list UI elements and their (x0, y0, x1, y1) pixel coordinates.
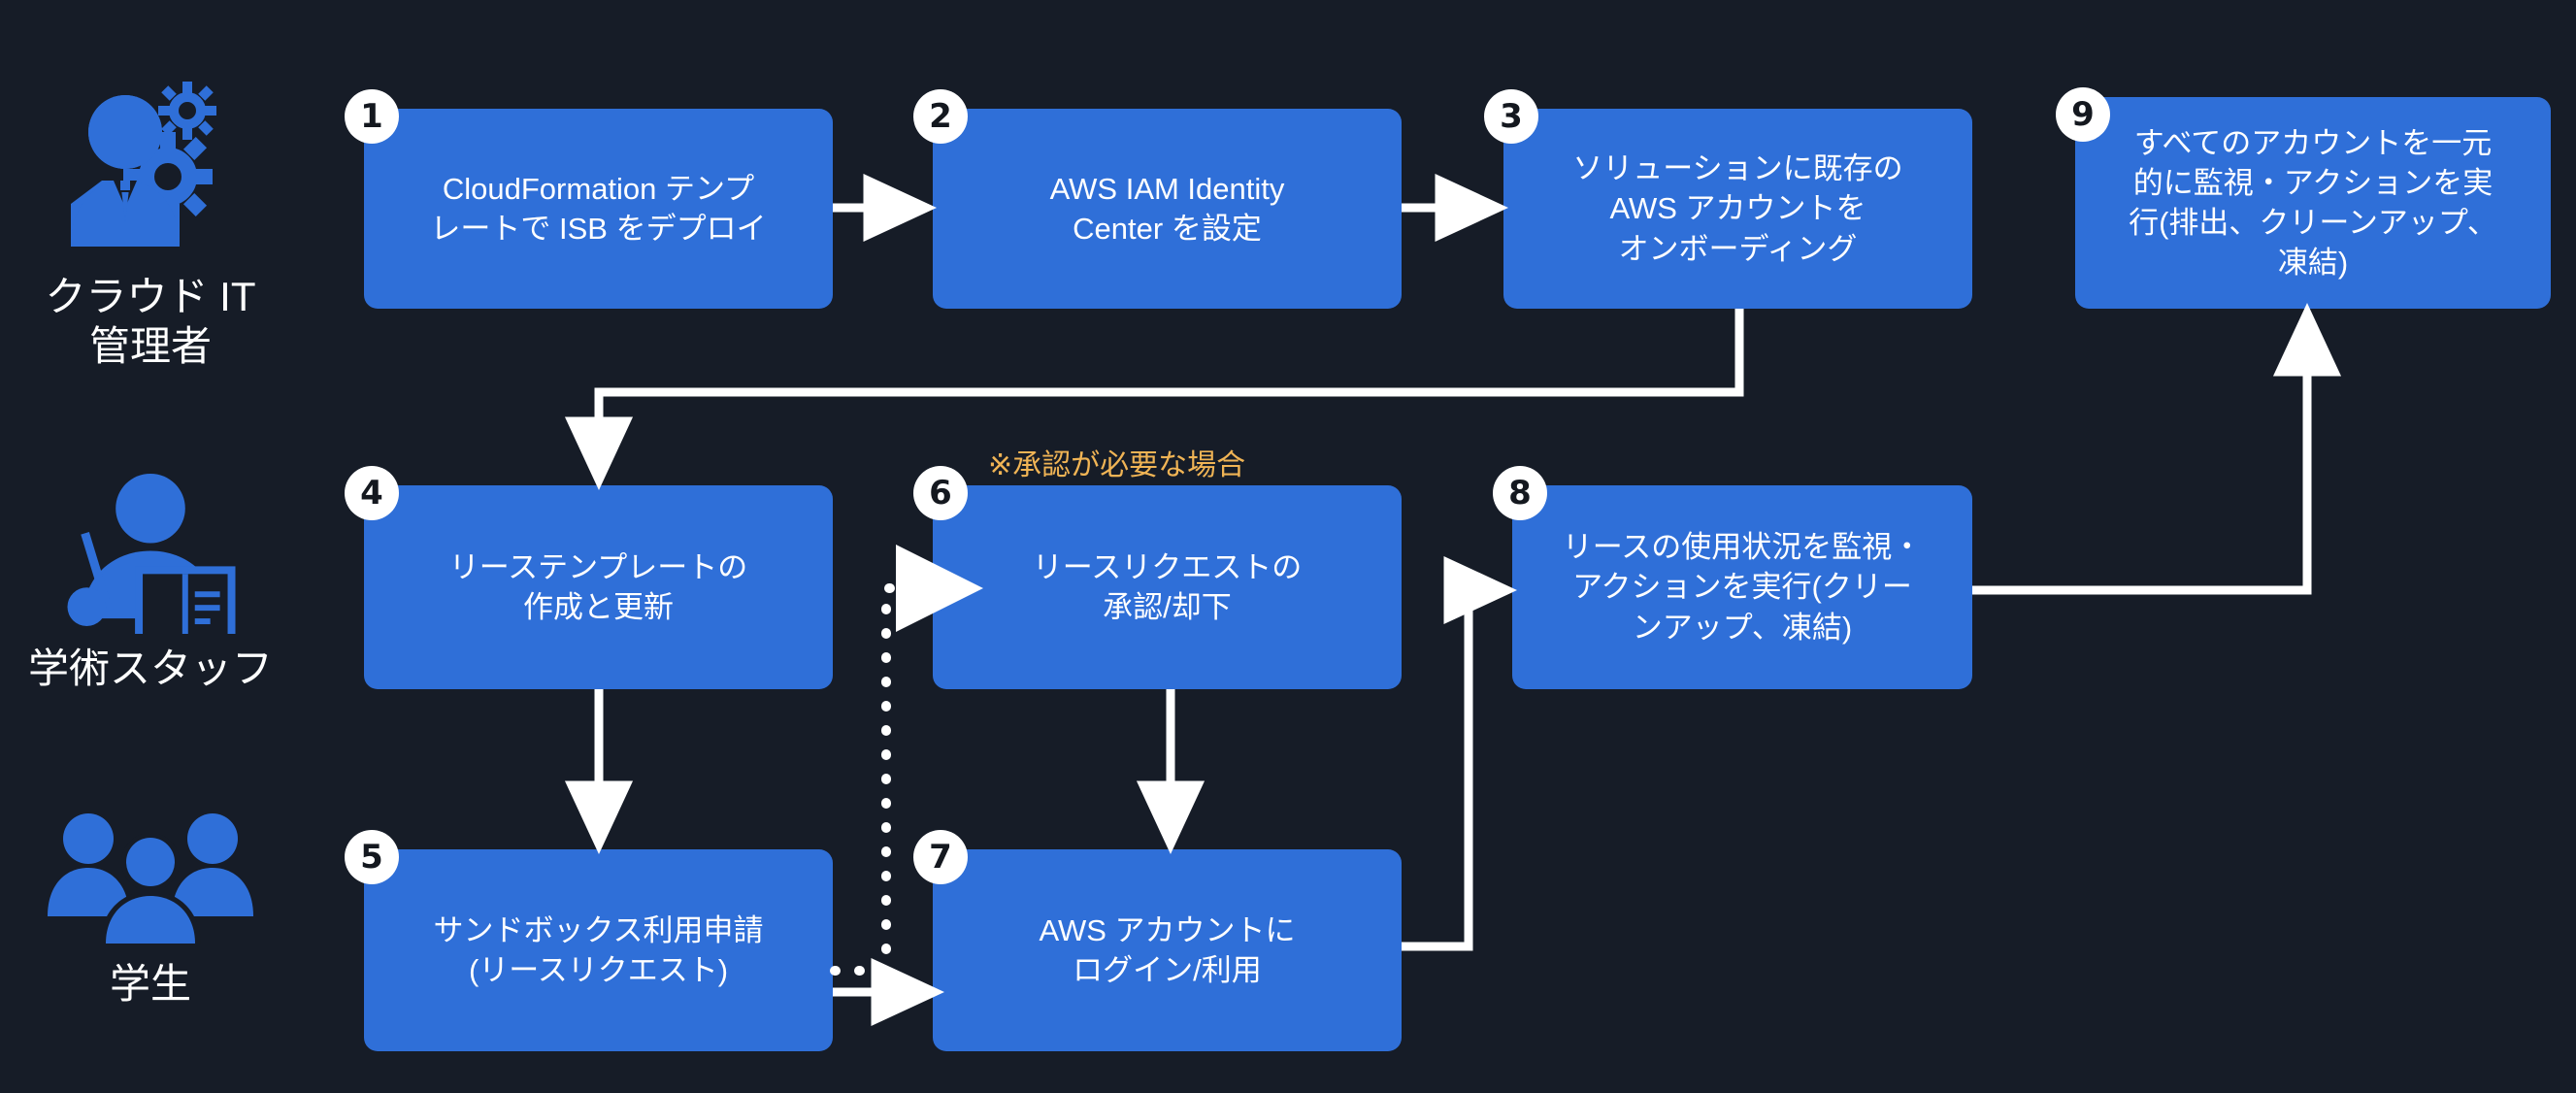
actor-academic-staff: 学術スタッフ (5, 464, 296, 693)
node-badge-7: 7 (913, 830, 968, 884)
teacher-with-pointer-and-book-icon (5, 464, 296, 634)
node-badge-5: 5 (345, 830, 399, 884)
actor-cloud-it-admin: クラウド IT 管理者 (5, 68, 296, 371)
node-9-central-monitoring[interactable]: すべてのアカウントを一元 的に監視・アクションを実 行(排出、クリーンアップ、 … (2075, 97, 2551, 309)
node-1-deploy-isb[interactable]: CloudFormation テンプ レートで ISB をデプロイ (364, 109, 833, 309)
connector-8-to-9 (1972, 303, 2342, 595)
node-badge-9: 9 (2056, 87, 2110, 142)
approval-required-note: ※承認が必要な場合 (988, 449, 1246, 481)
node-badge-1: 1 (345, 89, 399, 144)
node-label: AWS アカウントに ログイン/利用 (1039, 912, 1296, 987)
students-group-icon (5, 804, 296, 949)
connector-5-to-6-dotted (830, 545, 983, 976)
connector-7-to-8 (1402, 555, 1517, 951)
node-label: CloudFormation テンプ レートで ISB をデプロイ (430, 171, 767, 246)
node-label: リースの使用状況を監視・ アクションを実行(クリー ンアップ、凍結) (1562, 530, 1923, 645)
node-8-monitor-lease-usage[interactable]: リースの使用状況を監視・ アクションを実行(クリー ンアップ、凍結) (1512, 485, 1972, 689)
node-5-sandbox-request[interactable]: サンドボックス利用申請 (リースリクエスト) (364, 849, 833, 1051)
actor-caption: 学生 (109, 961, 191, 1007)
node-4-lease-template[interactable]: リーステンプレートの 作成と更新 (364, 485, 833, 689)
actor-caption: クラウド IT 管理者 (45, 274, 256, 370)
node-2-configure-identity-center[interactable]: AWS IAM Identity Center を設定 (933, 109, 1402, 309)
node-badge-3: 3 (1484, 89, 1538, 144)
node-badge-8: 8 (1493, 466, 1547, 520)
node-label: ソリューションに既存の AWS アカウントを オンボーディング (1572, 151, 1903, 266)
node-6-approve-reject-lease[interactable]: リースリクエストの 承認/却下 (933, 485, 1402, 689)
actor-students: 学生 (5, 804, 296, 1009)
node-3-onboard-existing-accounts[interactable]: ソリューションに既存の AWS アカウントを オンボーディング (1503, 109, 1972, 309)
node-label: AWS IAM Identity Center を設定 (1049, 171, 1285, 246)
admin-with-gears-icon (5, 68, 296, 262)
node-label: リースリクエストの 承認/却下 (1032, 549, 1303, 624)
node-badge-6: 6 (913, 466, 968, 520)
node-7-login-aws-account[interactable]: AWS アカウントに ログイン/利用 (933, 849, 1402, 1051)
node-badge-4: 4 (345, 466, 399, 520)
node-label: すべてのアカウントを一元 的に監視・アクションを実 行(排出、クリーンアップ、 … (2129, 125, 2497, 281)
node-label: サンドボックス利用申請 (リースリクエスト) (433, 912, 764, 987)
node-label: リーステンプレートの 作成と更新 (448, 549, 748, 624)
node-badge-2: 2 (913, 89, 968, 144)
actor-caption: 学術スタッフ (27, 646, 273, 691)
